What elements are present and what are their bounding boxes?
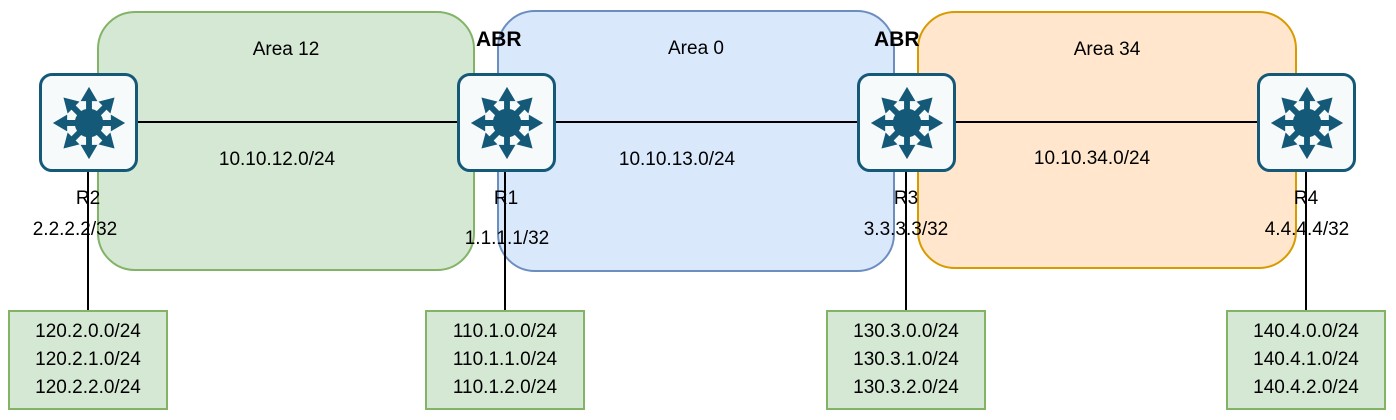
area-34-region: Area 34	[917, 11, 1297, 269]
area-34-label: Area 34	[1073, 39, 1141, 60]
router-icon	[465, 81, 549, 165]
area-0-label: Area 0	[668, 38, 724, 59]
r1-stub-link-line	[504, 122, 506, 311]
router-r1	[457, 73, 556, 172]
area-12-label: Area 12	[252, 39, 320, 60]
router-r3	[857, 73, 956, 172]
link-label-area34: 10.10.34.0/24	[1033, 148, 1151, 169]
prefix-line: 120.2.0.0/24	[35, 321, 141, 342]
prefix-box-r1: 110.1.0.0/24 110.1.1.0/24 110.1.2.0/24	[425, 310, 585, 410]
router-icon	[47, 81, 131, 165]
abr-label-r1: ABR	[476, 28, 522, 51]
link-label-area12: 10.10.12.0/24	[218, 149, 336, 170]
router-r4-name: R4	[1293, 188, 1319, 209]
prefix-line: 130.3.2.0/24	[853, 377, 959, 398]
prefix-line: 120.2.1.0/24	[35, 349, 141, 370]
router-r2	[39, 73, 138, 172]
prefix-line: 110.1.2.0/24	[452, 377, 558, 398]
prefix-line: 110.1.0.0/24	[452, 321, 558, 342]
backbone-link-line	[88, 121, 1307, 123]
prefix-box-r3: 130.3.0.0/24 130.3.1.0/24 130.3.2.0/24	[826, 310, 986, 410]
prefix-line: 130.3.1.0/24	[853, 349, 959, 370]
router-r2-name: R2	[75, 188, 101, 209]
link-label-area0: 10.10.13.0/24	[618, 149, 736, 170]
prefix-line: 140.4.0.0/24	[1253, 321, 1359, 342]
area-12-region: Area 12	[97, 11, 475, 271]
prefix-line: 130.3.0.0/24	[853, 321, 959, 342]
router-r2-loopback: 2.2.2.2/32	[32, 219, 118, 240]
router-icon	[865, 81, 949, 165]
router-r1-loopback: 1.1.1.1/32	[464, 228, 550, 249]
prefix-line: 120.2.2.0/24	[35, 377, 141, 398]
r3-stub-link-line	[905, 122, 907, 311]
router-icon	[1265, 81, 1349, 165]
area-0-region: Area 0	[497, 10, 895, 272]
prefix-line: 110.1.1.0/24	[452, 349, 558, 370]
router-r4-loopback: 4.4.4.4/32	[1264, 219, 1350, 240]
router-r1-name: R1	[493, 188, 519, 209]
router-r3-loopback: 3.3.3.3/32	[863, 219, 949, 240]
router-r3-name: R3	[893, 188, 919, 209]
prefix-box-r2: 120.2.0.0/24 120.2.1.0/24 120.2.2.0/24	[8, 310, 168, 410]
prefix-line: 140.4.1.0/24	[1253, 349, 1359, 370]
r4-stub-link-line	[1305, 122, 1307, 311]
abr-label-r3: ABR	[874, 28, 920, 51]
r2-stub-link-line	[87, 122, 89, 311]
prefix-box-r4: 140.4.0.0/24 140.4.1.0/24 140.4.2.0/24	[1226, 310, 1386, 410]
router-r4	[1257, 73, 1356, 172]
prefix-line: 140.4.2.0/24	[1253, 377, 1359, 398]
